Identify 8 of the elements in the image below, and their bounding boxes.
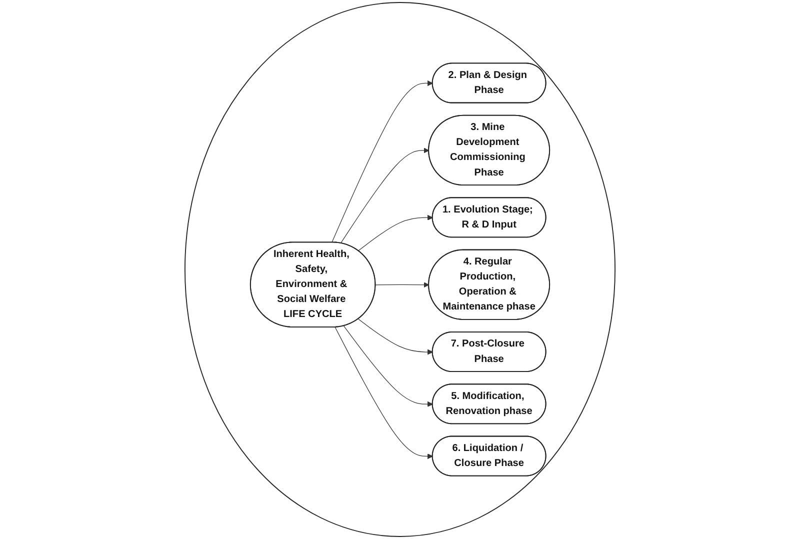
- arrow: [358, 214, 433, 252]
- arrow: [358, 318, 433, 355]
- arrow: [332, 80, 433, 243]
- arrow: [375, 282, 430, 288]
- arrow: [343, 326, 433, 407]
- arrow: [340, 148, 430, 244]
- cluster: [184, 2, 616, 537]
- arrow: [334, 326, 433, 460]
